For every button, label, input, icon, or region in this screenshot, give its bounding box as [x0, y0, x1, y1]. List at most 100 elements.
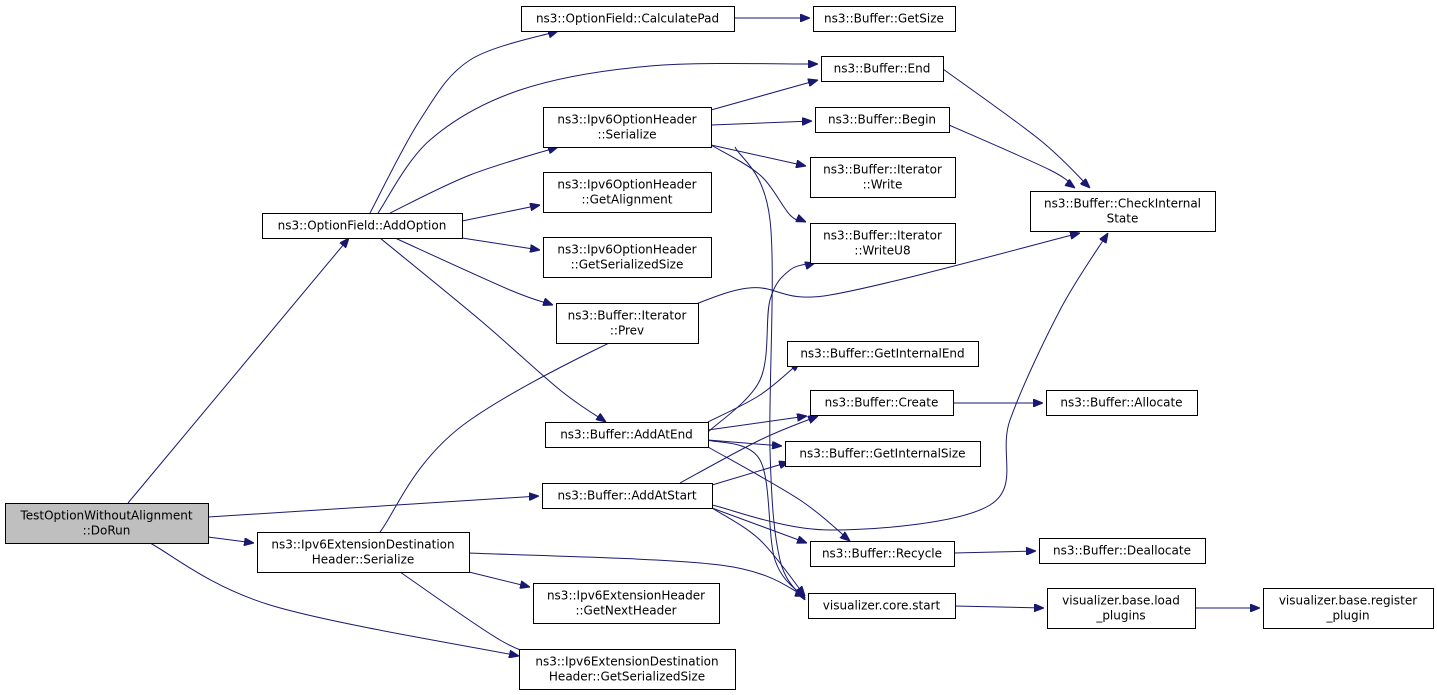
node-label: ns3::Buffer::Iterator — [823, 229, 942, 243]
node-label: ::WriteU8 — [854, 244, 910, 258]
node-label: ns3::Ipv6OptionHeader — [557, 178, 696, 192]
node-create[interactable]: ns3::Buffer::Create — [810, 390, 954, 416]
node-box — [519, 649, 736, 690]
node-box — [257, 532, 470, 573]
node-root[interactable]: TestOptionWithoutAlignment::DoRun — [5, 503, 209, 544]
node-addAtStart[interactable]: ns3::Buffer::AddAtStart — [542, 483, 713, 509]
node-calcPad[interactable]: ns3::OptionField::CalculatePad — [521, 6, 735, 32]
node-box — [533, 583, 720, 624]
edge-optSerialize-to-vizStart — [734, 146, 805, 600]
node-label: ::GetAlignment — [582, 193, 673, 207]
node-box — [5, 503, 209, 544]
node-box — [787, 341, 979, 367]
node-label: ns3::Buffer::GetInternalSize — [799, 447, 965, 461]
node-label: ns3::Ipv6ExtensionDestination — [535, 655, 718, 669]
node-label: ns3::Buffer::AddAtEnd — [560, 428, 693, 442]
edge-addOption-to-optSerialize — [389, 147, 558, 214]
node-getAlignment[interactable]: ns3::Ipv6OptionHeader::GetAlignment — [543, 172, 712, 213]
node-optGetSerSize[interactable]: ns3::Ipv6OptionHeader::GetSerializedSize — [543, 237, 712, 278]
edge-addAtStart-to-checkState — [711, 233, 1108, 531]
node-label: ns3::Buffer::Begin — [828, 113, 936, 127]
nodes-layer: TestOptionWithoutAlignment::DoRun ns3::Op… — [5, 6, 1434, 690]
node-box — [810, 390, 954, 416]
node-label: visualizer.core.start — [823, 599, 941, 613]
node-label: visualizer.base.register — [1279, 594, 1417, 608]
edge-addOption-to-end — [377, 63, 818, 214]
edge-vizStart-to-loadPlugins — [954, 606, 1044, 608]
edge-addOption-to-calcPad — [369, 31, 558, 214]
edge-addAtEnd-to-recycle — [707, 446, 850, 541]
edge-addAtEnd-to-writeU8 — [707, 263, 815, 433]
node-allocate[interactable]: ns3::Buffer::Allocate — [1046, 390, 1198, 416]
node-label: ns3::Ipv6OptionHeader — [557, 243, 696, 257]
node-label: ns3::Buffer::CheckInternal — [1044, 197, 1201, 211]
node-label: ns3::Buffer::Allocate — [1060, 396, 1182, 410]
node-prev[interactable]: ns3::Buffer::Iterator::Prev — [556, 303, 699, 344]
edge-optSerialize-to-end — [710, 80, 818, 111]
node-end[interactable]: ns3::Buffer::End — [821, 56, 944, 82]
node-getSize[interactable]: ns3::Buffer::GetSize — [813, 6, 956, 32]
edge-addOption-to-addAtEnd — [379, 237, 606, 422]
node-box — [810, 223, 956, 264]
node-box — [810, 541, 955, 567]
node-box — [556, 303, 699, 344]
node-writeU8[interactable]: ns3::Buffer::Iterator::WriteU8 — [810, 223, 956, 264]
node-box — [543, 172, 712, 213]
node-label: ns3::Buffer::End — [834, 62, 931, 76]
node-deallocate[interactable]: ns3::Buffer::Deallocate — [1039, 538, 1206, 564]
edge-addOption-to-prev — [394, 237, 553, 305]
node-vizStart[interactable]: visualizer.core.start — [808, 593, 956, 619]
node-box — [543, 107, 712, 148]
node-addOption[interactable]: ns3::OptionField::AddOption — [262, 213, 463, 239]
node-label: ::GetNextHeader — [575, 604, 676, 618]
node-label: Header::Serialize — [312, 553, 415, 567]
node-getInternalEnd[interactable]: ns3::Buffer::GetInternalEnd — [787, 341, 979, 367]
node-begin[interactable]: ns3::Buffer::Begin — [815, 107, 950, 133]
node-label: ns3::Buffer::AddAtStart — [557, 489, 696, 503]
edge-addOption-to-getAlignment — [461, 205, 540, 222]
node-box — [542, 483, 713, 509]
edge-optSerialize-to-iterWrite — [710, 144, 806, 166]
node-optSerialize[interactable]: ns3::Ipv6OptionHeader::Serialize — [543, 107, 712, 148]
node-iterWrite[interactable]: ns3::Buffer::Iterator::Write — [810, 157, 956, 198]
edges-layer — [127, 18, 1260, 657]
node-label: State — [1107, 212, 1139, 226]
node-label: ns3::OptionField::AddOption — [278, 219, 447, 233]
edge-addAtStart-to-create — [679, 416, 818, 484]
node-getInternalSize[interactable]: ns3::Buffer::GetInternalSize — [785, 441, 981, 467]
node-box — [813, 6, 956, 32]
node-destGetSerSize[interactable]: ns3::Ipv6ExtensionDestinationHeader::Get… — [519, 649, 736, 690]
node-label: ::Prev — [610, 324, 644, 338]
edge-destSerialize-to-getNextHeader — [468, 571, 530, 587]
node-label: TestOptionWithoutAlignment — [19, 509, 192, 523]
node-box — [1039, 538, 1206, 564]
node-box — [543, 237, 712, 278]
node-registerPlugin[interactable]: visualizer.base.register_plugin — [1263, 588, 1434, 629]
edge-begin-to-checkState — [948, 124, 1075, 188]
node-label: ns3::Buffer::GetSize — [824, 12, 944, 26]
edge-root-to-destSerialize — [207, 536, 254, 543]
node-label: Header::GetSerializedSize — [549, 670, 705, 684]
node-loadPlugins[interactable]: visualizer.base.load_plugins — [1047, 588, 1196, 629]
edge-optSerialize-to-begin — [710, 121, 812, 126]
node-label: ::GetSerializedSize — [571, 258, 684, 272]
node-label: ns3::Buffer::Deallocate — [1053, 544, 1191, 558]
node-getNextHeader[interactable]: ns3::Ipv6ExtensionHeader::GetNextHeader — [533, 583, 720, 624]
node-box — [808, 593, 956, 619]
node-recycle[interactable]: ns3::Buffer::Recycle — [810, 541, 955, 567]
node-box — [1046, 390, 1198, 416]
node-label: ns3::Buffer::Iterator — [568, 309, 687, 323]
edge-destSerialize-to-destGetSerSize — [399, 571, 545, 657]
node-label: ns3::Buffer::Create — [825, 396, 939, 410]
node-box — [521, 6, 735, 32]
node-label: ns3::Buffer::Iterator — [823, 163, 942, 177]
node-label: ::DoRun — [83, 524, 131, 538]
edge-addAtEnd-to-vizStart — [707, 439, 805, 598]
edge-destSerialize-to-vizStart — [468, 552, 805, 596]
node-label: ns3::Buffer::GetInternalEnd — [800, 347, 964, 361]
node-addAtEnd[interactable]: ns3::Buffer::AddAtEnd — [545, 422, 709, 448]
node-box — [810, 157, 956, 198]
node-destSerialize[interactable]: ns3::Ipv6ExtensionDestinationHeader::Ser… — [257, 532, 470, 573]
